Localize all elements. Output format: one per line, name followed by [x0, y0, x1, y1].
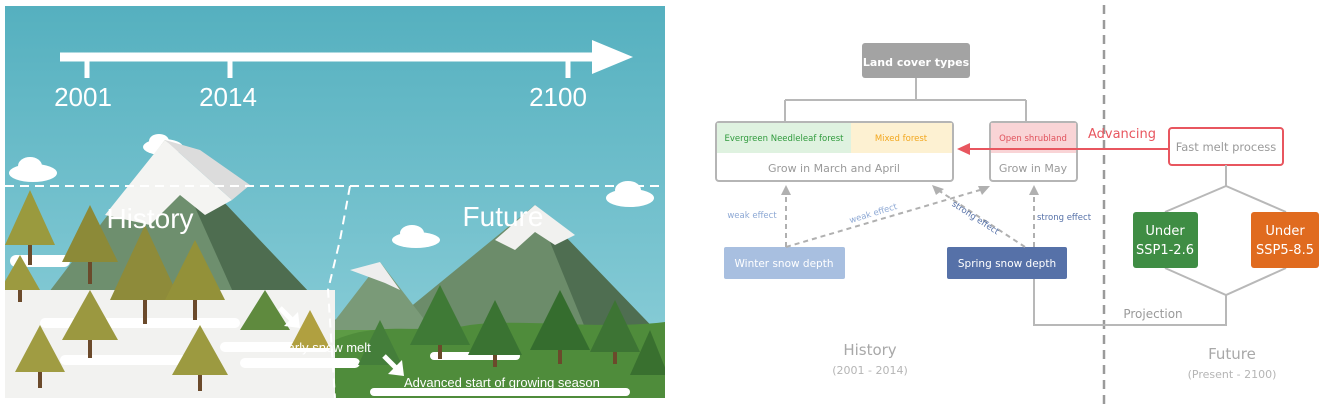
projection-label: Projection [1123, 307, 1182, 321]
early-snow-melt-label: Early snow melt [279, 340, 371, 355]
landscape-illustration: 2001 2014 2100 History Future Early snow… [5, 6, 665, 398]
history-years-label: (2001 - 2014) [832, 364, 908, 377]
effect-arrows [785, 189, 1035, 248]
fast-melt-label: Fast melt process [1176, 140, 1277, 154]
strong-effect-label-2: strong effect [1037, 213, 1092, 223]
mixed-cell [851, 123, 952, 153]
evergreen-label: Evergreen Needleleaf forest [724, 134, 844, 144]
winter-snow-box [724, 247, 845, 279]
ssp585-label: SSP5-8.5 [1256, 243, 1314, 258]
winter-snow-label: Winter snow depth [735, 258, 834, 270]
ssp585-box [1251, 212, 1319, 268]
ssp126-box [1133, 212, 1198, 268]
grow-may-label: Grow in May [999, 162, 1068, 175]
advanced-start-label: Advanced start of growing season [404, 375, 600, 390]
ssp126-under-label: Under [1145, 224, 1185, 239]
spring-snow-label: Spring snow depth [958, 258, 1056, 270]
land-cover-types-label: Land cover types [863, 56, 970, 69]
land-cover-types-box [862, 43, 970, 78]
future-section-label: Future [1208, 345, 1256, 363]
cloud [9, 134, 654, 248]
year-2001: 2001 [54, 82, 112, 112]
evergreen-cell [717, 123, 851, 153]
year-2100: 2100 [529, 82, 587, 112]
projection-line [1033, 278, 1227, 326]
year-2014: 2014 [199, 82, 257, 112]
weak-effect-label-2: weak effect [848, 202, 899, 226]
advancing-arrowhead [957, 143, 970, 155]
scene-history-label: History [106, 203, 193, 234]
scene-future-label: Future [463, 201, 544, 232]
mountain-history [20, 140, 345, 330]
tree-group [5, 190, 665, 391]
down-right-arrow-icon [382, 354, 404, 376]
advancing-label: Advancing [1088, 127, 1156, 142]
future-years-label: (Present - 2100) [1188, 368, 1277, 381]
weak-effect-label-1: weak effect [727, 211, 777, 221]
strong-effect-label-1: strong effect [950, 199, 1001, 237]
spring-snow-box [947, 247, 1067, 279]
down-right-arrow-icon [278, 306, 300, 328]
open-shrubland-label: Open shrubland [999, 134, 1067, 144]
ssp585-under-label: Under [1265, 224, 1305, 239]
mixed-label: Mixed forest [875, 134, 928, 144]
effect-arrowheads [781, 185, 1039, 195]
grow-march-april-label: Grow in March and April [768, 162, 900, 175]
timeline-arrow [60, 40, 633, 78]
land-cover-connector [784, 78, 1027, 122]
dashed-divider [326, 185, 351, 398]
ssp126-label: SSP1-2.6 [1136, 243, 1194, 258]
snow-landcover-diagram: Land cover types Evergreen Needleleaf fo… [715, 5, 1319, 408]
history-section-label: History [843, 341, 896, 359]
